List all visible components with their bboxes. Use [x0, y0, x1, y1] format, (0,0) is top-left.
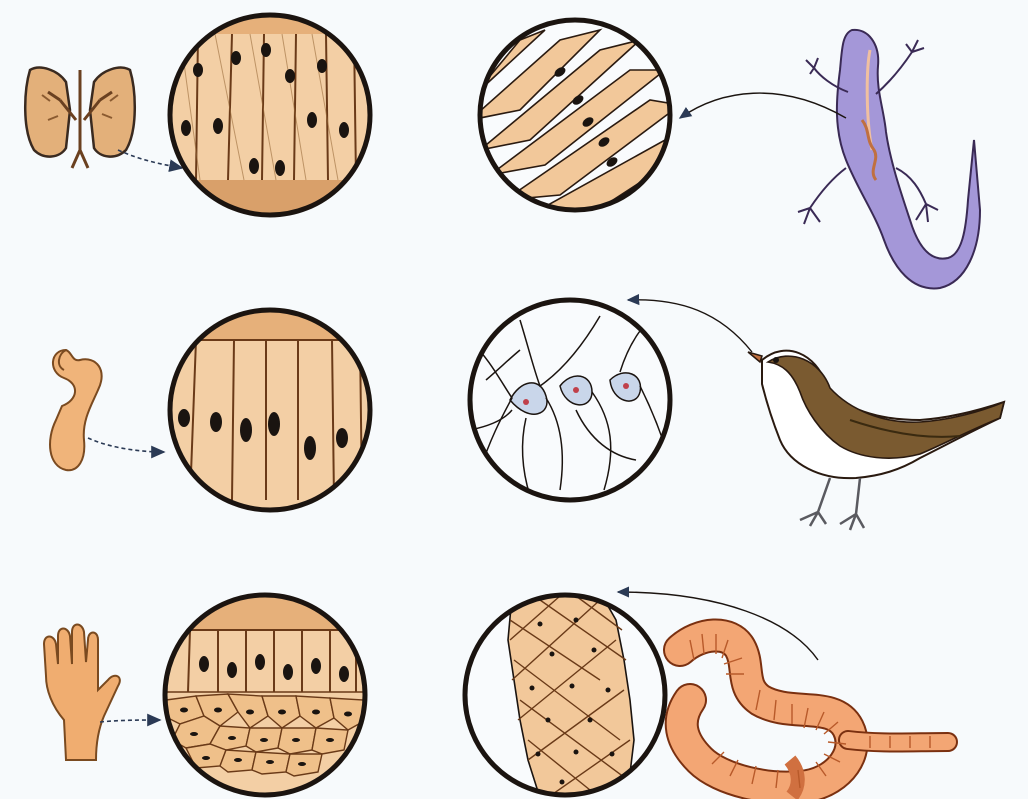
lizard-icon	[798, 30, 980, 289]
tissue-circle-stratified	[155, 590, 375, 799]
arrow-stomach	[88, 438, 164, 452]
earthworm-icon	[680, 634, 948, 796]
tissue-circle-nerve	[465, 295, 675, 505]
tissue-circle-skin-epithelium	[460, 590, 670, 799]
arrow-lizard	[680, 93, 846, 118]
tissue-circle-columnar-2	[160, 305, 380, 525]
arrow-lungs	[118, 150, 182, 168]
bird-icon	[748, 351, 1004, 530]
lungs-icon	[25, 68, 135, 168]
hand-icon	[44, 625, 120, 761]
tissue-circle-columnar-1	[160, 10, 380, 230]
arrow-hand	[100, 720, 160, 722]
tissue-circle-smooth-muscle	[470, 10, 690, 220]
stomach-icon	[50, 350, 102, 470]
